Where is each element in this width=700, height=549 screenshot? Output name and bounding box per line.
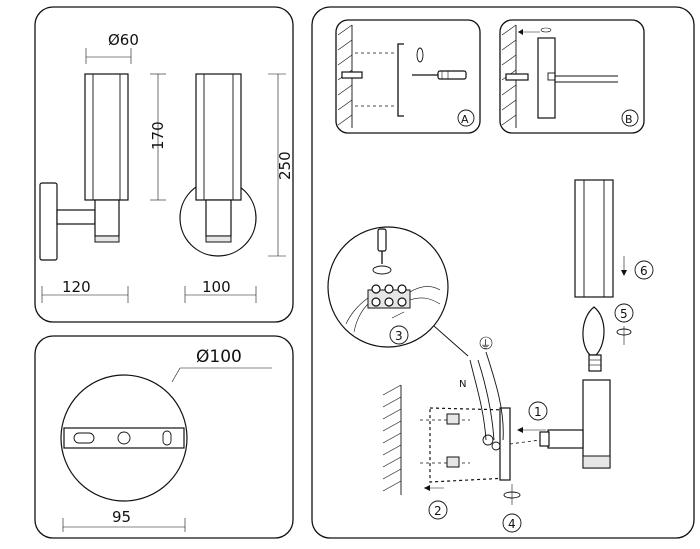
width-dimension: 100 [184,278,257,303]
shade-height-dimension: 170 [149,73,167,201]
wall-screw [420,413,470,468]
step-1-marker: 1 [528,401,548,421]
step-4-label: 4 [508,517,516,531]
shade-section [537,37,556,119]
panel-dimensions-views: Ø60 170 [34,6,294,323]
step-6-label: 6 [640,264,648,278]
panel-frame [34,6,294,323]
slot-hole [73,432,95,444]
side-wall-plate [39,182,58,261]
mounting-bar-profile [397,43,404,117]
detail-b: B [499,19,645,134]
depth-dimension: 120 [41,278,129,303]
step-4-marker: 4 [502,484,522,533]
step-marker [389,325,409,345]
center-hole [117,431,131,445]
lamp-body [539,379,611,469]
terminal-block [367,284,411,309]
detail-b-label: B [625,113,633,126]
step-2-marker: 2 [428,500,448,520]
width-label: 100 [202,278,231,296]
side-arm [56,209,96,225]
panel-frame [311,6,695,539]
depth-label: 120 [62,278,91,296]
screwdriver-icon [377,228,387,264]
detail-a: A [335,19,481,134]
screwdriver-icon [412,70,467,80]
hole-spacing-dimension: 95 [62,508,186,532]
neutral-label: N [459,379,466,390]
terminal-block-detail: 3 [327,226,469,357]
hole-spacing-label: 95 [112,508,131,526]
rotate-icon [372,265,392,275]
side-view-lamp [39,73,129,261]
wall-plate-assembly [420,407,546,491]
panel-frame [34,335,294,539]
step-marker [614,303,634,323]
step-marker [634,260,654,280]
side-shade [84,73,129,201]
total-height-dimension: 250 [268,73,294,257]
lamp-arm [547,429,584,449]
front-shade [195,73,242,201]
step-2-label: 2 [434,504,442,518]
panel-installation: A B [311,6,695,539]
shade-part: 6 [574,179,654,298]
shade-diameter-label: Ø60 [108,31,139,49]
total-height-label: 250 [276,151,294,180]
step-1-label: 1 [534,405,542,419]
panel-mounting-plate: Ø100 95 [34,335,294,539]
supply-wires: N ⏚ [459,336,504,441]
shade-height-label: 170 [149,121,167,150]
slot-hole [162,430,172,446]
base-diameter-label: Ø100 [196,347,242,367]
front-view-lamp [179,73,257,257]
front-socket-holder [205,199,232,237]
mounting-bar [63,427,185,449]
shade-diameter-dimension: Ø60 [85,31,139,64]
detail-a-label: A [461,113,469,126]
side-socket-holder [94,199,120,237]
light-bulb: 5 [582,303,634,372]
wall [382,384,402,495]
step-5-label: 5 [620,307,628,321]
earth-symbol: ⏚ [480,338,491,351]
step-3-label: 3 [395,329,403,343]
